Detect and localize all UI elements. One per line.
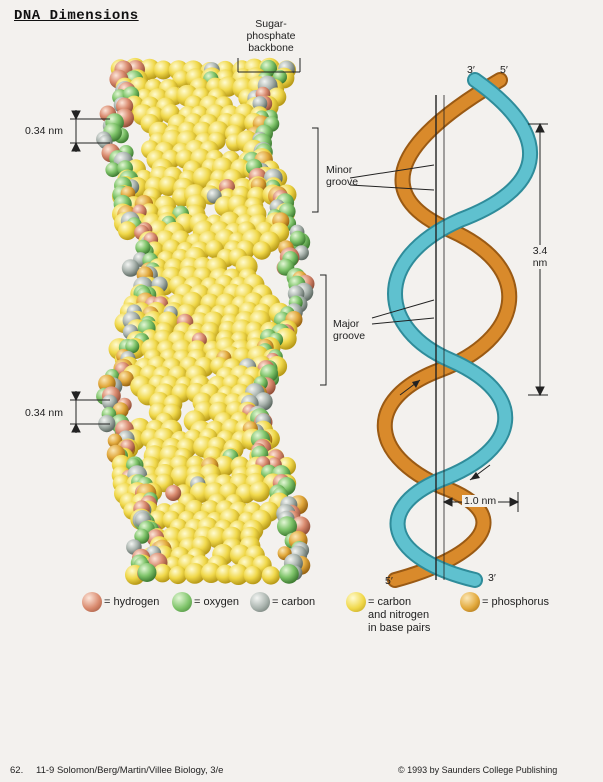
atom	[118, 221, 137, 241]
atom	[261, 566, 281, 585]
major-groove-label: Major groove	[333, 318, 366, 342]
copyright-notice: © 1993 by Saunders College Publishing	[398, 765, 558, 775]
atom	[172, 70, 191, 89]
atom	[135, 239, 151, 255]
atom	[279, 564, 299, 584]
page-number: 62.	[10, 765, 24, 776]
atom	[118, 370, 134, 387]
legend-hydrogen: = hydrogen	[82, 592, 159, 612]
carbon-atom-icon	[250, 592, 270, 612]
atom	[206, 526, 228, 549]
page-title: DNA Dimensions	[14, 8, 139, 24]
atom	[289, 230, 306, 247]
three-prime-bottom-label: 3′	[488, 572, 496, 584]
base-spacing-bottom-label: 0.34 nm	[25, 407, 63, 419]
dimension-markers	[70, 58, 548, 512]
atom	[125, 339, 140, 354]
minor-groove-label: Minor groove	[326, 164, 359, 188]
legend-carbon: = carbon	[250, 592, 315, 612]
atom	[153, 563, 172, 583]
three-prime-top-label: 3′	[467, 64, 475, 76]
atom	[252, 241, 271, 260]
atom	[277, 516, 297, 537]
atom	[165, 485, 182, 501]
atom	[200, 562, 222, 583]
atom	[243, 565, 262, 585]
atom	[105, 162, 121, 178]
atom	[227, 564, 249, 585]
atom	[153, 60, 173, 80]
phosphorus-atom-icon	[460, 592, 480, 612]
hydrogen-atom-icon	[82, 592, 102, 612]
atom-spheres	[96, 57, 315, 585]
atom	[137, 563, 157, 582]
legend-phosphorus: = phosphorus	[460, 592, 549, 612]
base-spacing-top-label: 0.34 nm	[25, 125, 63, 137]
atom	[249, 481, 270, 502]
atom-legend: = hydrogen = oxygen = carbon = carbon an…	[82, 592, 602, 662]
helix-pitch-label: 3.4 nm	[528, 245, 552, 269]
base-pair-atom-icon	[346, 592, 366, 612]
five-prime-top-label: 5′	[500, 64, 508, 76]
legend-oxygen: = oxygen	[172, 592, 239, 612]
atom	[102, 394, 118, 410]
five-prime-bottom-label: 5′	[385, 575, 393, 587]
atom	[112, 402, 129, 419]
atom	[184, 563, 206, 584]
legend-base-pairs: = carbon and nitrogen in base pairs	[346, 592, 430, 635]
oxygen-atom-icon	[172, 592, 192, 612]
atom	[134, 528, 150, 544]
atom	[121, 259, 140, 277]
helix-width-label: 1.0 nm	[462, 495, 499, 507]
figure-citation: 11-9 Solomon/Berg/Martin/Villee Biology,…	[36, 765, 224, 776]
atom	[168, 565, 187, 585]
double-helix-ribbon	[377, 72, 539, 588]
sugar-phosphate-label: Sugar- phosphate backbone	[246, 18, 296, 54]
